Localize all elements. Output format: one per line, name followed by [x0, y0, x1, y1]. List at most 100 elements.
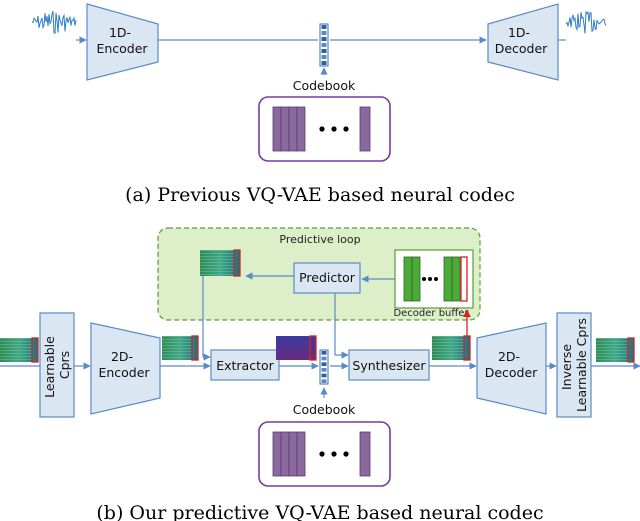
- spectrogram-band: [162, 336, 192, 337]
- vector-cell: [321, 351, 327, 355]
- part-b: Predictive loop Predictor Decoder buffer: [0, 227, 640, 521]
- spectrogram-band: [200, 250, 234, 251]
- vector-cell: [321, 31, 327, 35]
- ellipsis-dot: [319, 126, 325, 132]
- codebook-entry: [288, 106, 298, 152]
- spectrogram-band: [162, 342, 192, 343]
- spectrogram-band: [596, 347, 628, 348]
- spectrogram-band: [162, 345, 192, 346]
- synthesizer-label: Synthesizer: [352, 358, 426, 373]
- spectrogram-band: [162, 351, 192, 352]
- input-spectrogram: [0, 337, 39, 363]
- ellipsis-dot: [343, 451, 349, 457]
- buffer-entry: [403, 256, 413, 302]
- learnable-cprs-block: [39, 312, 75, 418]
- decoder-buffer-label: Decoder buffer: [393, 308, 469, 319]
- spectrogram-band: [162, 348, 192, 349]
- ellipsis-dot: [434, 277, 438, 281]
- buffer-highlight: [460, 256, 468, 302]
- spectrogram-band: [432, 342, 464, 343]
- vector-cell: [321, 362, 327, 366]
- spectrogram-band: [432, 357, 464, 358]
- codebook-label-a: Codebook: [293, 78, 356, 93]
- spectrogram-band: [432, 351, 464, 352]
- synthesizer-block: [348, 349, 430, 381]
- spectrogram-band: [200, 274, 234, 275]
- spectrogram-band: [162, 339, 192, 340]
- decoder-1d-block: [487, 3, 559, 81]
- buffer-entry: [451, 256, 461, 302]
- vector-cell: [321, 43, 327, 47]
- ellipsis-dot: [331, 451, 337, 457]
- spectrogram-band: [0, 359, 32, 360]
- codebook-entry: [359, 106, 371, 152]
- spectrogram-band: [0, 353, 32, 354]
- codebook-a: [258, 96, 391, 162]
- vector-cell: [321, 356, 327, 361]
- latent-vector-a: [319, 23, 329, 67]
- predicted-feature-map: [200, 249, 241, 277]
- spectrogram-band: [200, 259, 234, 260]
- extractor-block: [210, 349, 280, 381]
- spectrogram-band: [0, 344, 32, 345]
- spectrogram-band: [162, 357, 192, 358]
- spectrogram-band: [432, 345, 464, 346]
- ellipsis-dot: [319, 451, 325, 457]
- spectrogram-band: [596, 338, 628, 339]
- decoder-buffer: [394, 249, 474, 309]
- codebook-entry: [280, 431, 290, 477]
- predictor-block: [293, 262, 361, 294]
- vector-cell: [321, 379, 327, 383]
- spectrogram-band: [596, 356, 628, 357]
- spectrogram-band: [432, 339, 464, 340]
- ellipsis-dot: [428, 277, 432, 281]
- spectrogram-band: [162, 354, 192, 355]
- codebook-entry: [288, 431, 298, 477]
- caption-a: (a) Previous VQ-VAE based neural codec: [125, 184, 515, 206]
- spectrogram-band: [0, 341, 32, 342]
- vector-cell: [321, 61, 327, 65]
- codebook-entry: [280, 106, 290, 152]
- vector-cell: [321, 37, 327, 41]
- vector-cell: [321, 25, 327, 29]
- spectrogram-band: [0, 350, 32, 351]
- encoder-1d-block: [86, 3, 159, 81]
- spectrogram-band: [0, 356, 32, 357]
- encoder-2d-label: 2D- Encoder: [98, 349, 150, 380]
- spectrogram-band: [200, 271, 234, 272]
- input-waveform-a: [31, 11, 77, 35]
- spectrogram-band: [432, 354, 464, 355]
- spectrogram-band: [432, 336, 464, 337]
- encoder-feature-map: [162, 335, 199, 361]
- ellipsis-dot: [422, 277, 426, 281]
- spectrogram-band: [200, 256, 234, 257]
- spectrogram-band: [596, 353, 628, 354]
- decoder-2d-block: [476, 322, 547, 415]
- spectrogram-band: [0, 338, 32, 339]
- predictive-loop-title: Predictive loop: [279, 233, 360, 246]
- spectrogram-band: [0, 347, 32, 348]
- buffer-entry: [411, 256, 421, 302]
- inverse-cprs-block: [556, 312, 592, 418]
- output-waveform-a: [565, 10, 607, 34]
- spectrogram-band: [200, 268, 234, 269]
- spectrogram-band: [596, 341, 628, 342]
- spectrogram-band: [200, 253, 234, 254]
- encoder-2d-block: [90, 322, 161, 415]
- codebook-b: [258, 421, 391, 487]
- codebook-entry: [272, 106, 282, 152]
- caption-b: (b) Our predictive VQ-VAE based neural c…: [96, 502, 543, 521]
- vector-cell: [321, 368, 327, 372]
- ellipsis-dot: [343, 126, 349, 132]
- learnable-cprs-label: Learnable Cprs: [42, 332, 72, 398]
- extractor-label: Extractor: [216, 358, 274, 373]
- spectrogram-band: [596, 350, 628, 351]
- predictor-label: Predictor: [299, 270, 356, 285]
- residual-feature-map: [276, 335, 317, 361]
- ellipsis-dot: [331, 126, 337, 132]
- buffer-entry: [443, 256, 453, 302]
- codebook-label-b: Codebook: [293, 402, 356, 417]
- spectrogram-band: [432, 348, 464, 349]
- codebook-entry: [296, 431, 306, 477]
